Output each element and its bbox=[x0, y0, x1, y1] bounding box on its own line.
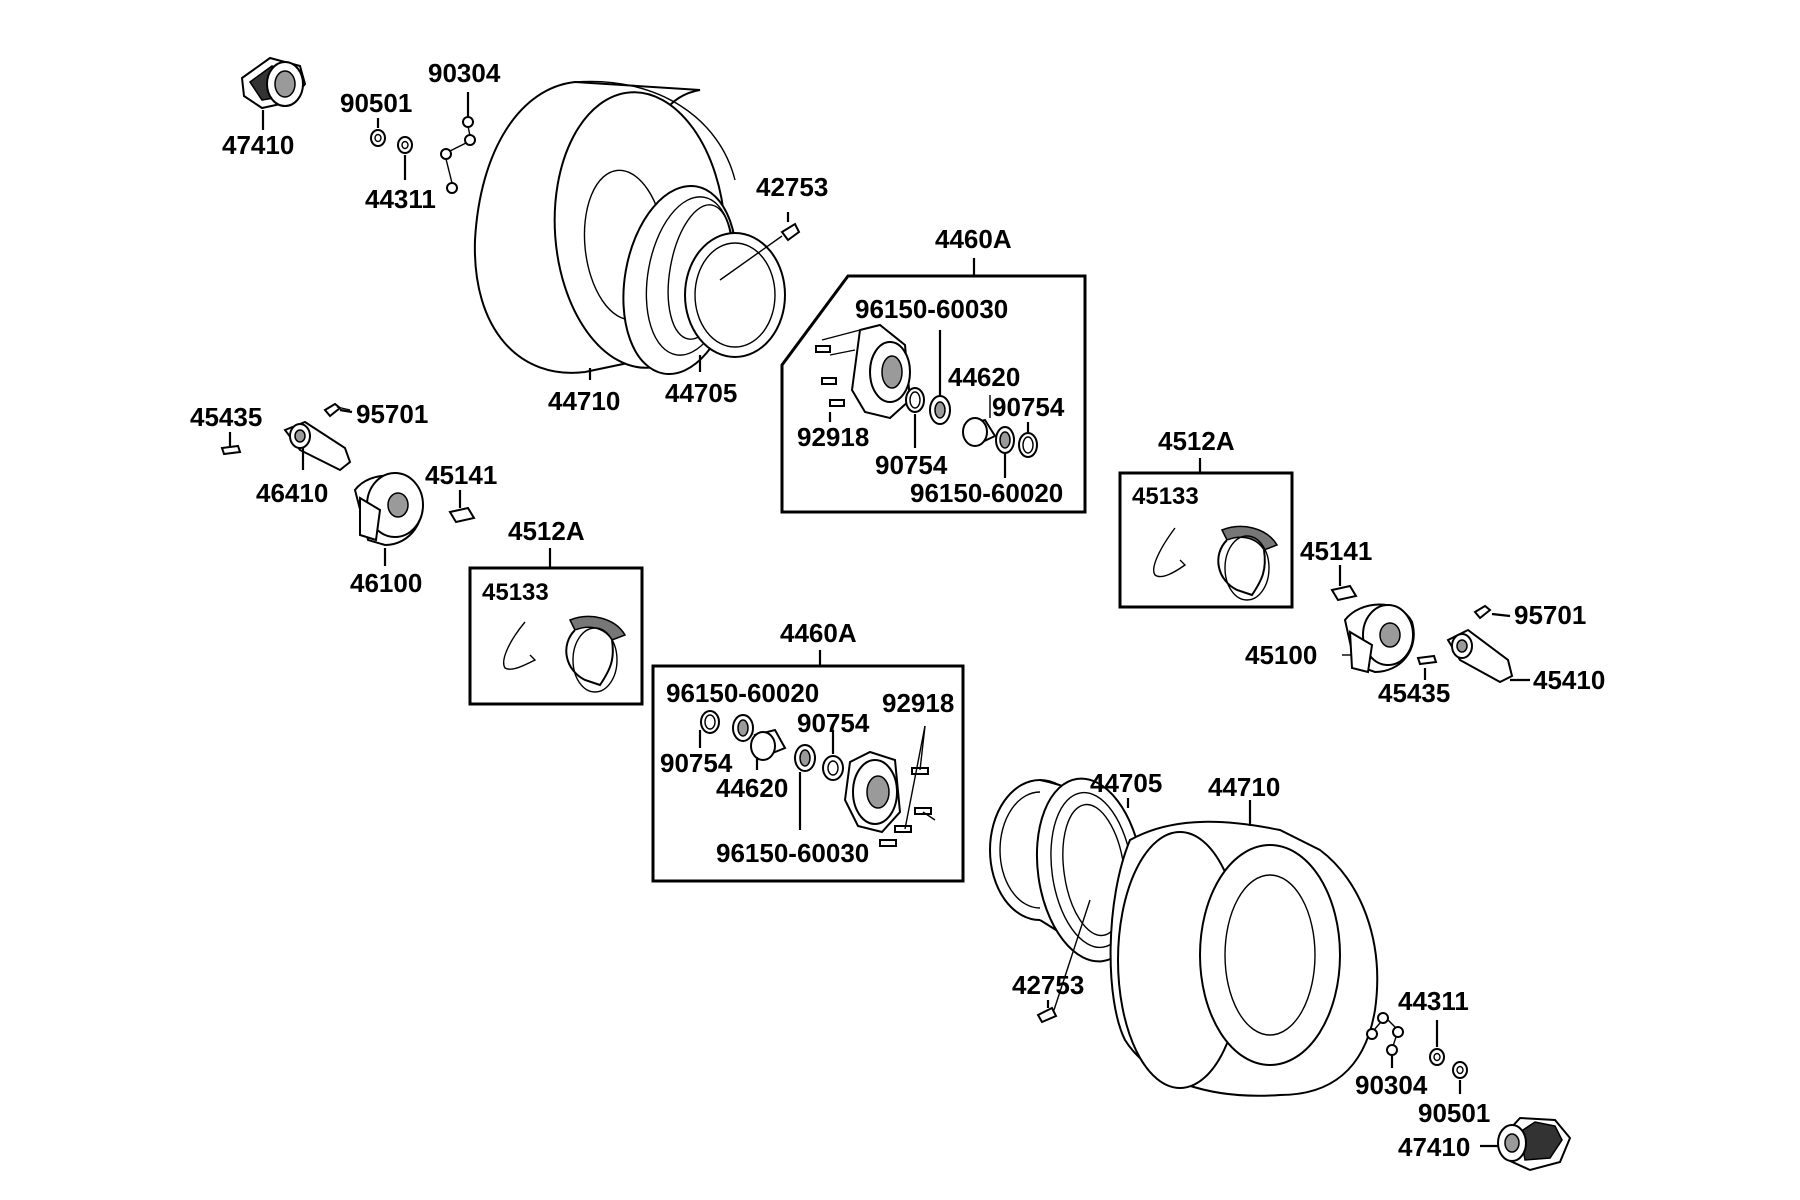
label-42753-top: 42753 bbox=[756, 172, 828, 202]
label-90501-br: 90501 bbox=[1418, 1098, 1490, 1128]
cam-right bbox=[1330, 565, 1358, 602]
label-44311-tl: 44311 bbox=[365, 184, 436, 214]
label-45133-right: 45133 bbox=[1132, 483, 1199, 510]
lever-right bbox=[1446, 628, 1530, 684]
rim-top bbox=[622, 184, 786, 376]
bearing-bot-b bbox=[732, 714, 754, 742]
label-96150-60020-top: 96150-60020 bbox=[910, 478, 1063, 508]
label-4512A-right: 4512A bbox=[1158, 426, 1235, 456]
label-95701-left: 95701 bbox=[356, 399, 428, 429]
label-96150-60030-bot: 96150-60030 bbox=[716, 838, 869, 868]
label-44710-top: 44710 bbox=[548, 386, 620, 416]
label-96150-60030-top: 96150-60030 bbox=[855, 294, 1008, 324]
label-45435-left: 45435 bbox=[190, 402, 262, 432]
label-44311-br: 44311 bbox=[1398, 986, 1469, 1016]
label-44705-top: 44705 bbox=[665, 378, 737, 408]
tire-bot bbox=[1109, 800, 1379, 1097]
label-45133-left: 45133 bbox=[482, 579, 549, 606]
label-90501-tl: 90501 bbox=[340, 88, 412, 118]
seal-bot-b bbox=[822, 730, 844, 781]
label-90754-bot-a: 90754 bbox=[660, 748, 733, 778]
brake-panel-right bbox=[1342, 603, 1415, 674]
washer-bot-right bbox=[1452, 1061, 1468, 1094]
seal-top-a bbox=[905, 387, 925, 448]
hubcap-top-left bbox=[240, 56, 307, 130]
valve-bot bbox=[1036, 899, 1091, 1024]
spacer-bot bbox=[750, 728, 787, 770]
label-42753-bot: 42753 bbox=[1012, 970, 1084, 1000]
label-4512A-left: 4512A bbox=[508, 516, 585, 546]
cam-left bbox=[448, 490, 476, 524]
rim-bot bbox=[989, 777, 1145, 963]
label-90304-tl: 90304 bbox=[428, 58, 501, 88]
bolt-right bbox=[1473, 604, 1511, 620]
brake-shoes-left bbox=[565, 615, 627, 693]
label-44705-bot: 44705 bbox=[1090, 768, 1162, 798]
label-45100-right: 45100 bbox=[1245, 640, 1317, 670]
bearing-top-b bbox=[995, 426, 1015, 478]
label-44620-bot: 44620 bbox=[716, 773, 788, 803]
bearing-top-a bbox=[929, 330, 951, 425]
label-46410-left: 46410 bbox=[256, 478, 328, 508]
bolts-top-left bbox=[440, 92, 476, 194]
hub-group-box-top bbox=[780, 274, 1087, 514]
nut-bot-right bbox=[1429, 1020, 1445, 1066]
brake-shoes-right bbox=[1217, 525, 1279, 601]
lever-left bbox=[283, 420, 352, 472]
label-45435-right: 45435 bbox=[1378, 678, 1450, 708]
label-92918-bot: 92918 bbox=[882, 688, 954, 718]
label-96150-60020-bot: 96150-60020 bbox=[666, 678, 819, 708]
label-90304-br: 90304 bbox=[1355, 1070, 1428, 1100]
pin-right bbox=[1416, 654, 1438, 680]
valve-top bbox=[719, 212, 801, 281]
shoe-group-box-left bbox=[468, 566, 644, 706]
label-44710-bot: 44710 bbox=[1208, 772, 1280, 802]
washer-top-left bbox=[370, 118, 386, 147]
hub-top bbox=[815, 323, 912, 422]
nut-top-left bbox=[397, 136, 413, 180]
label-47410-br: 47410 bbox=[1398, 1132, 1470, 1162]
label-90754-bot-b: 90754 bbox=[797, 708, 870, 738]
label-45141-right: 45141 bbox=[1300, 536, 1372, 566]
bolts-bot-right bbox=[1366, 1012, 1404, 1068]
hub-group-box-bottom bbox=[651, 664, 965, 883]
label-45141-left: 45141 bbox=[425, 460, 497, 490]
label-92918-top: 92918 bbox=[797, 422, 869, 452]
label-45410-right: 45410 bbox=[1533, 665, 1605, 695]
bearing-bot-a bbox=[794, 744, 816, 830]
seal-top-b bbox=[1018, 422, 1038, 458]
shoe-group-box-right bbox=[1118, 471, 1294, 609]
brake-panel-left bbox=[353, 472, 424, 566]
hub-bot bbox=[843, 725, 936, 847]
label-90754-top-a: 90754 bbox=[875, 450, 948, 480]
label-4460A-top: 4460A bbox=[935, 224, 1012, 254]
label-44620-top: 44620 bbox=[948, 362, 1020, 392]
label-47410-tl: 47410 bbox=[222, 130, 294, 160]
spacer-top bbox=[962, 395, 997, 447]
seal-bot-a bbox=[698, 710, 720, 748]
label-46100-left: 46100 bbox=[350, 568, 422, 598]
label-4460A-bot: 4460A bbox=[780, 618, 857, 648]
pin-left bbox=[220, 432, 242, 456]
hubcap-bot-right bbox=[1480, 1116, 1572, 1172]
label-95701-right: 95701 bbox=[1514, 600, 1586, 630]
label-90754-top-b: 90754 bbox=[992, 392, 1065, 422]
spring-right bbox=[1153, 527, 1187, 578]
bolt-left bbox=[323, 402, 353, 418]
spring-left bbox=[503, 621, 537, 670]
